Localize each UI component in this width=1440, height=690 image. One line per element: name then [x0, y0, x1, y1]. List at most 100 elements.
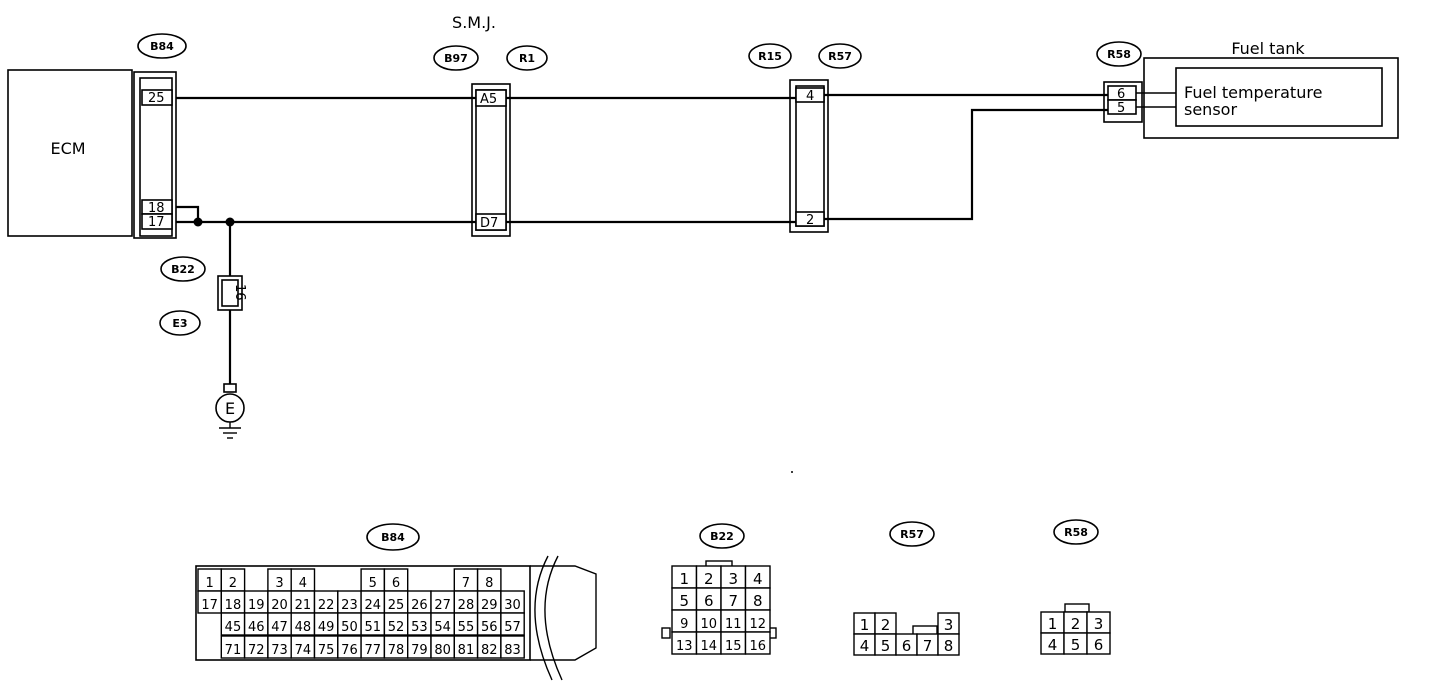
b22-face-tab-left — [661, 627, 671, 639]
pin-number: 1 — [679, 570, 689, 588]
pin-number: 54 — [434, 620, 451, 635]
b97-tag: B97 — [444, 52, 468, 65]
b22-face-tag-oval — [699, 523, 745, 549]
pin-number: 57 — [504, 620, 521, 635]
wire-b84-18-jumper — [176, 205, 200, 222]
pin-number: 30 — [504, 598, 521, 613]
smj-pin-a5: A5 — [480, 92, 497, 107]
r58-tag: R58 — [1107, 48, 1131, 61]
pin-number: 5 — [369, 576, 377, 591]
pin-number: 2 — [229, 576, 237, 591]
pin-number: 46 — [248, 620, 265, 635]
pin-number: 7 — [728, 592, 738, 610]
b97-tag-oval — [433, 45, 479, 71]
pin-number: 52 — [388, 620, 405, 635]
pin-number: 15 — [725, 639, 742, 654]
pin-number: 24 — [364, 598, 381, 613]
b22-tag-oval — [160, 256, 206, 282]
ground-terminal — [223, 383, 237, 393]
r58-face-tag-oval — [1053, 519, 1099, 545]
pin-number: 6 — [704, 592, 714, 610]
pin-number: 8 — [753, 592, 763, 610]
pin-number: 6 — [902, 637, 912, 655]
fuel-temp-sensor-line1: Fuel temperature — [1184, 83, 1322, 102]
b22-e3-connector-body — [221, 279, 239, 307]
pin-number: 50 — [341, 620, 358, 635]
r15-connector-body — [795, 85, 825, 227]
junction-dot-1 — [193, 217, 203, 227]
pin-number: 47 — [271, 620, 288, 635]
pin-number: 6 — [1094, 636, 1104, 654]
pin-number: 56 — [481, 620, 498, 635]
b22-face-tag: B22 — [710, 530, 734, 543]
pin-number: 17 — [201, 598, 218, 613]
pin-number: 72 — [248, 643, 265, 658]
pin-number: 78 — [388, 643, 405, 658]
pin-number: 3 — [728, 570, 738, 588]
b84-pin-17: 17 — [148, 215, 165, 230]
pin-number: 2 — [704, 570, 714, 588]
pin-number: 74 — [295, 643, 312, 658]
r58-pin-5: 5 — [1117, 101, 1125, 116]
pin-number: 82 — [481, 643, 498, 658]
pin-number: 51 — [364, 620, 381, 635]
r15-tag-oval — [748, 43, 792, 69]
b84-pin-18: 18 — [148, 201, 165, 216]
pin-number: 9 — [680, 617, 688, 632]
pin-number: 80 — [434, 643, 451, 658]
pin-number: 26 — [411, 598, 428, 613]
wire-r57-2-to-r58-5 — [824, 108, 1108, 221]
pin-cell — [937, 633, 960, 656]
pin-number: 4 — [299, 576, 307, 591]
r1-tag: R1 — [519, 52, 535, 65]
pin-number: 12 — [749, 617, 766, 632]
r57-tag: R57 — [828, 50, 852, 63]
r57-face-tag: R57 — [900, 528, 924, 541]
stray-dot — [791, 471, 793, 473]
pin-number: 2 — [1071, 615, 1081, 633]
pin-number: 22 — [318, 598, 335, 613]
pin-number: 14 — [700, 639, 717, 654]
b84-pin-25-box — [141, 89, 173, 106]
pin-number: 25 — [388, 598, 405, 613]
pin-number: 21 — [295, 598, 312, 613]
pin-number: 4 — [1048, 636, 1058, 654]
pin-number: 7 — [923, 637, 933, 655]
pin-number: 6 — [392, 576, 400, 591]
pin-number: 1 — [1048, 615, 1058, 633]
pin-number: 1 — [860, 616, 870, 634]
fuel-temp-sensor-box — [1175, 67, 1383, 127]
b84-face-latch — [530, 565, 597, 661]
r1-tag-oval — [506, 45, 548, 71]
pin-number: 3 — [275, 576, 283, 591]
smj-connector-body — [475, 89, 507, 231]
r15-pin-4: 4 — [806, 89, 814, 104]
e3-tag-oval — [159, 310, 201, 336]
pin-number: 23 — [341, 598, 358, 613]
e3-pin-16: 16 — [232, 284, 247, 301]
r15-tag: R15 — [758, 50, 782, 63]
pin-number: 28 — [458, 598, 475, 613]
pin-number: 7 — [462, 576, 470, 591]
pin-number: 10 — [700, 617, 717, 632]
pin-number: 27 — [434, 598, 451, 613]
pin-number: 29 — [481, 598, 498, 613]
pin-number: 8 — [485, 576, 493, 591]
pin-number: 83 — [504, 643, 521, 658]
pin-number: 77 — [364, 643, 381, 658]
ground-label: E — [225, 399, 235, 418]
pin-number: 73 — [271, 643, 288, 658]
b84-pin-25: 25 — [148, 91, 165, 106]
pin-cell — [744, 631, 771, 655]
smj-label: S.M.J. — [452, 13, 496, 32]
pin-number: 4 — [753, 570, 763, 588]
pin-number: 75 — [318, 643, 335, 658]
r58-face-key — [1064, 603, 1090, 613]
pin-cell — [500, 612, 525, 636]
pin-number: 53 — [411, 620, 428, 635]
